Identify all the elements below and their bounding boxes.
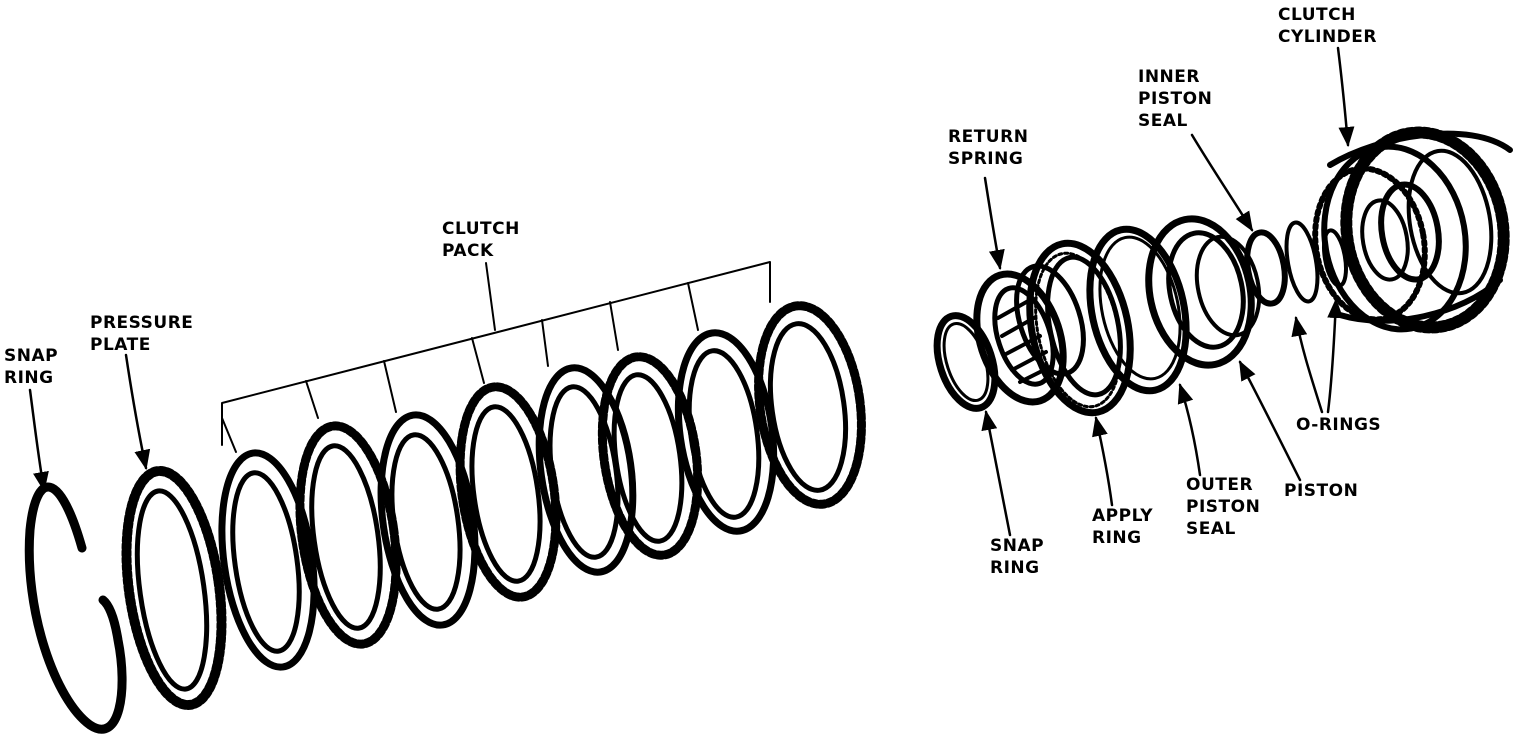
label-o-rings: O-RINGS xyxy=(1296,415,1382,435)
clutch-disc-1 xyxy=(218,449,318,671)
piston-part xyxy=(1145,215,1262,369)
label-snap-ring-left: SNAP RING xyxy=(4,346,59,388)
label-piston: PISTON xyxy=(1284,481,1359,501)
snap-ring-left-part xyxy=(24,482,127,734)
leader-o-rings-b xyxy=(1326,298,1344,414)
label-snap-ring-right: SNAP RING xyxy=(990,536,1045,578)
clutch-disc-3 xyxy=(377,411,479,629)
leader-pressure-plate xyxy=(124,353,151,470)
inner-piston-seal-part xyxy=(1244,229,1288,307)
clutch-disc-2 xyxy=(295,421,401,649)
apply-ring-part xyxy=(1026,239,1134,417)
leader-snap-ring-left xyxy=(28,388,49,492)
label-outer-piston-seal: OUTER PISTON SEAL xyxy=(1186,475,1261,539)
clutch-pack-bracket xyxy=(221,261,771,453)
clutch-disc-7 xyxy=(674,329,778,535)
leader-return-spring xyxy=(983,176,1005,270)
label-return-spring: RETURN SPRING xyxy=(948,127,1029,169)
leader-snap-ring-right xyxy=(981,410,1012,537)
outer-piston-seal-part xyxy=(1086,225,1190,395)
leader-lines xyxy=(28,46,1355,537)
clutch-disc-4 xyxy=(455,382,561,602)
label-clutch-pack: CLUTCH PACK xyxy=(442,219,520,261)
clutch-disc-8 xyxy=(754,301,866,509)
label-inner-piston-seal: INNER PISTON SEAL xyxy=(1138,67,1213,131)
leader-o-rings-a xyxy=(1291,316,1324,414)
label-clutch-cylinder: CLUTCH CYLINDER xyxy=(1278,5,1377,47)
leader-inner-piston-seal xyxy=(1190,133,1254,232)
leader-apply-ring xyxy=(1092,416,1114,507)
label-pressure-plate: PRESSURE PLATE xyxy=(90,313,194,355)
leader-outer-piston-seal xyxy=(1177,383,1202,477)
pressure-plate-part xyxy=(121,465,227,711)
leader-clutch-cylinder xyxy=(1336,46,1355,147)
leader-piston xyxy=(1238,360,1302,482)
return-spring-part xyxy=(973,263,1086,406)
clutch-pack-discs xyxy=(218,301,866,671)
label-apply-ring: APPLY RING xyxy=(1092,506,1154,548)
clutch-cylinder-part xyxy=(1312,126,1513,334)
clutch-disc-5 xyxy=(535,364,637,576)
